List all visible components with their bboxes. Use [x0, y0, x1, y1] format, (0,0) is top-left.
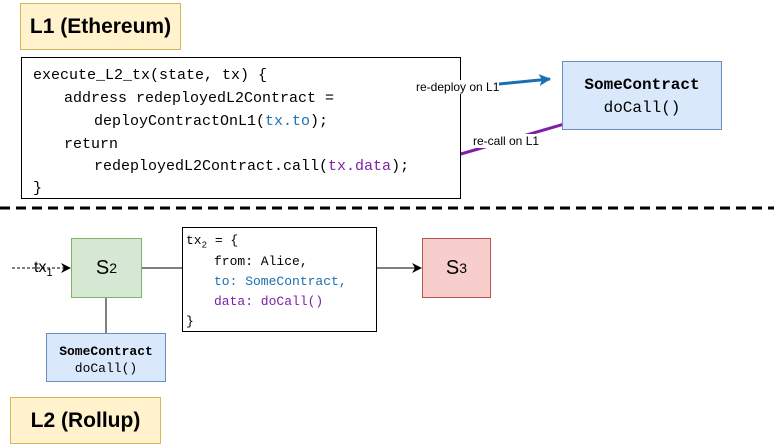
- l2-some-contract-box: SomeContract doCall(): [46, 333, 166, 382]
- deploy-call-close: );: [310, 113, 329, 130]
- redeploy-label: re-deploy on L1: [416, 80, 500, 94]
- code-line-6: }: [33, 180, 43, 197]
- call-text: redeployedL2Contract.call(: [94, 158, 329, 175]
- s2-sub: 2: [109, 260, 118, 276]
- call-close: );: [391, 158, 410, 175]
- code-line-2: address redeployedL2Contract =: [64, 90, 335, 107]
- deploy-call-text: deployContractOnL1(: [94, 113, 266, 130]
- l1-contract-call: doCall(): [603, 99, 681, 117]
- code-line-4: return: [64, 136, 119, 153]
- s2-base: S: [95, 256, 110, 279]
- l2-layer-label: L2 (Rollup): [10, 397, 161, 444]
- tx-to-token: tx.to: [265, 113, 311, 130]
- tx2-to-line: to: SomeContract,: [214, 274, 347, 289]
- tx2-box: tx2 = { from: Alice, to: SomeContract, d…: [182, 227, 377, 332]
- tx1-label: tx1: [34, 259, 53, 279]
- s3-base: S: [445, 256, 460, 279]
- l1-contract-name: SomeContract: [584, 76, 700, 94]
- tx1-sub: 1: [46, 267, 53, 280]
- tx2-header: tx2 = {: [186, 233, 238, 251]
- tx1-base: tx: [34, 259, 47, 276]
- l2-contract-name: SomeContract: [59, 344, 153, 359]
- s3-sub: 3: [459, 260, 468, 276]
- l1-some-contract-box: SomeContract doCall(): [562, 61, 722, 130]
- tx2-close-line: }: [186, 314, 194, 329]
- code-line-3: deployContractOnL1(tx.to);: [94, 113, 328, 131]
- tx2-base: tx: [186, 233, 202, 248]
- tx2-from-line: from: Alice,: [214, 254, 308, 269]
- tx2-sub: 2: [201, 240, 208, 251]
- l2-contract-call: doCall(): [74, 361, 138, 376]
- code-line-1: execute_L2_tx(state, tx) {: [33, 67, 268, 84]
- tx2-header-rest: = {: [207, 233, 239, 248]
- l1-layer-label: L1 (Ethereum): [20, 3, 181, 50]
- tx-data-token: tx.data: [328, 158, 392, 175]
- l1-code-box: execute_L2_tx(state, tx) { address redep…: [21, 57, 461, 199]
- recall-label: re-call on L1: [473, 134, 540, 148]
- code-line-5: redeployedL2Contract.call(tx.data);: [94, 158, 409, 176]
- tx2-data-line: data: doCall(): [214, 294, 324, 309]
